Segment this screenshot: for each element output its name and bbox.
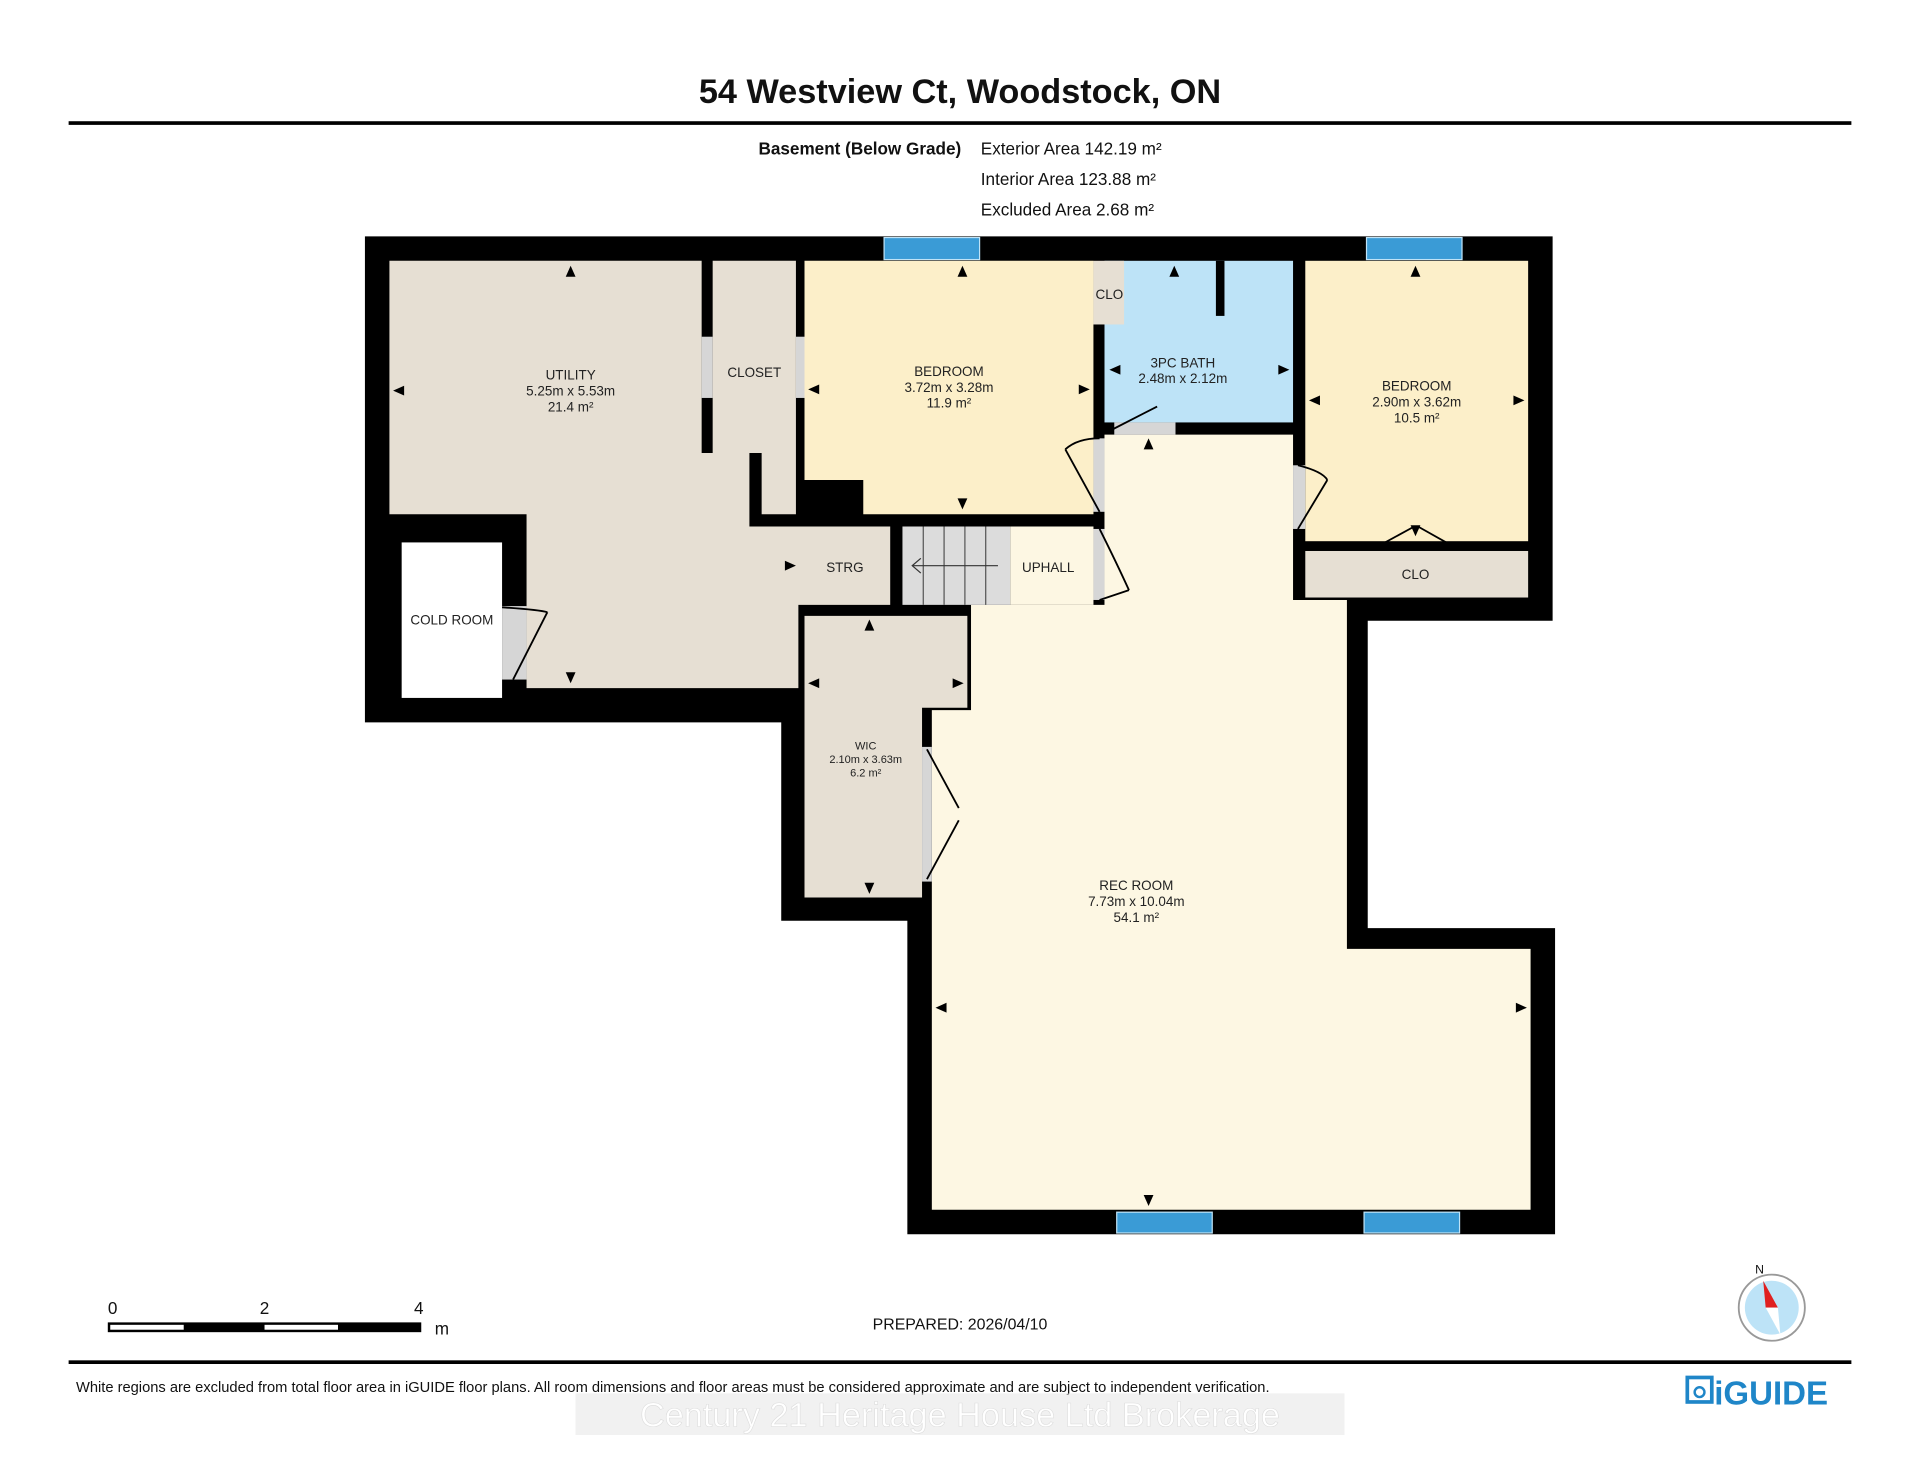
dimension-arrow bbox=[952, 678, 964, 689]
dimension-arrow bbox=[808, 678, 820, 689]
room-bedroom-2 bbox=[1305, 260, 1529, 542]
rec-room-area: 54.1 m² bbox=[1114, 910, 1160, 925]
footer-rule bbox=[68, 1360, 1852, 1365]
watermark-bg bbox=[575, 1393, 1345, 1436]
room-bedroom-1 bbox=[804, 260, 1094, 515]
prepared-date: PREPARED: 2026/04/10 bbox=[873, 1317, 1048, 1334]
dimension-arrow bbox=[1278, 364, 1290, 375]
dimension-arrow bbox=[784, 560, 796, 571]
disclaimer: White regions are excluded from total fl… bbox=[76, 1380, 1270, 1396]
bedroom1-name: BEDROOM bbox=[914, 364, 984, 379]
cold-room-name: COLD ROOM bbox=[410, 612, 493, 627]
dimension-arrows bbox=[393, 265, 1527, 1207]
scale-tick-2: 2 bbox=[260, 1298, 270, 1318]
bath-wall-stub bbox=[1215, 260, 1225, 316]
dimension-arrow bbox=[1308, 395, 1320, 406]
uphall-doorway bbox=[1093, 528, 1105, 600]
room-clo-small bbox=[1093, 260, 1125, 325]
bath-name: 3PC BATH bbox=[1150, 355, 1215, 370]
utility-area: 21.4 m² bbox=[548, 399, 594, 414]
clo-right-name: CLO bbox=[1402, 567, 1430, 582]
bath-wall-left bbox=[1093, 324, 1105, 435]
header-rule bbox=[68, 121, 1852, 125]
wic-dims: 2.10m x 3.63m bbox=[829, 754, 902, 766]
closet-bedroom-doorway bbox=[795, 336, 805, 398]
dimension-arrow bbox=[1410, 525, 1421, 537]
dimension-arrow bbox=[1109, 364, 1121, 375]
dimension-arrow bbox=[1143, 438, 1154, 450]
window bbox=[1116, 1211, 1213, 1234]
doors bbox=[502, 405, 1458, 880]
bedroom1-doorway bbox=[1093, 438, 1105, 512]
iguide-logo: iGUIDE bbox=[1685, 1375, 1828, 1412]
room-uphall bbox=[1010, 526, 1094, 605]
bedroom2-name: BEDROOM bbox=[1382, 379, 1452, 394]
dimension-arrow bbox=[1078, 384, 1090, 395]
room-clo-right bbox=[1305, 550, 1529, 598]
svg-text:iGUIDE: iGUIDE bbox=[1714, 1375, 1828, 1412]
wic-area: 6.2 m² bbox=[850, 767, 882, 779]
bedroom2-doorway bbox=[1293, 465, 1306, 529]
scale-tick-0: 0 bbox=[108, 1298, 118, 1318]
bedroom2-area: 10.5 m² bbox=[1394, 410, 1440, 425]
excluded-area: Excluded Area 2.68 m² bbox=[981, 199, 1155, 219]
rec-room-dims: 7.73m x 10.04m bbox=[1088, 894, 1184, 909]
utility-dims: 5.25m x 5.53m bbox=[526, 383, 615, 398]
stairs[interactable] bbox=[902, 526, 1011, 605]
room-wic bbox=[804, 615, 968, 898]
window bbox=[1363, 1211, 1461, 1234]
bedroom2-dims: 2.90m x 3.62m bbox=[1372, 395, 1461, 410]
dimension-arrow bbox=[1410, 265, 1421, 277]
uphall-name: UPHALL bbox=[1022, 560, 1075, 575]
windows bbox=[883, 236, 1463, 1234]
dimension-arrow bbox=[864, 619, 875, 631]
dimension-arrow bbox=[1143, 1195, 1154, 1207]
bedroom1-area: 11.9 m² bbox=[927, 396, 972, 411]
strg-name: STRG bbox=[826, 560, 863, 575]
dimension-arrow bbox=[957, 265, 968, 277]
cold-room-doorway bbox=[502, 606, 527, 680]
room-utility bbox=[389, 260, 891, 689]
svg-text:N: N bbox=[1755, 1262, 1764, 1276]
floor-name: Basement (Below Grade) bbox=[759, 138, 962, 158]
dimension-arrow bbox=[957, 498, 968, 510]
dimension-arrow bbox=[565, 672, 576, 684]
bedroom1-dims: 3.72m x 3.28m bbox=[904, 380, 993, 395]
page-title: 54 Westview Ct, Woodstock, ON bbox=[699, 73, 1221, 111]
scale-tick-4: 4 bbox=[414, 1298, 424, 1318]
utility-closet-doorway bbox=[701, 336, 713, 398]
exterior-area: Exterior Area 142.19 m² bbox=[981, 138, 1162, 158]
room-closet bbox=[712, 260, 796, 515]
dimension-arrow bbox=[393, 385, 405, 396]
dimension-arrow bbox=[1513, 395, 1525, 406]
window bbox=[883, 236, 981, 261]
bath-dims: 2.48m x 2.12m bbox=[1138, 371, 1227, 386]
watermark: Century 21 Heritage House Ltd Brokerage bbox=[640, 1396, 1280, 1434]
bath-doorway bbox=[1114, 422, 1176, 435]
interior-area: Interior Area 123.88 m² bbox=[981, 169, 1156, 189]
scale-unit: m bbox=[435, 1319, 449, 1339]
dimension-arrow bbox=[864, 882, 875, 894]
compass-icon: N bbox=[1737, 1262, 1806, 1342]
utility-name: UTILITY bbox=[546, 368, 596, 383]
rec-room-name: REC ROOM bbox=[1099, 878, 1173, 893]
wic-doorway bbox=[922, 746, 932, 882]
clo-small-name: CLO bbox=[1096, 287, 1124, 302]
dimension-arrow bbox=[1515, 1002, 1527, 1013]
room-bath bbox=[1104, 260, 1294, 423]
room-cold-room bbox=[401, 542, 503, 698]
dimension-arrow bbox=[935, 1002, 947, 1013]
scale-bar: 0 2 4 m bbox=[107, 1298, 449, 1339]
wic-name: WIC bbox=[855, 740, 876, 752]
room-rec-room bbox=[931, 434, 1531, 1210]
dimension-arrow bbox=[808, 384, 820, 395]
dimension-arrow bbox=[565, 265, 576, 277]
window bbox=[1365, 236, 1463, 261]
dimension-arrow bbox=[1169, 265, 1180, 277]
closet-name: CLOSET bbox=[727, 365, 781, 380]
